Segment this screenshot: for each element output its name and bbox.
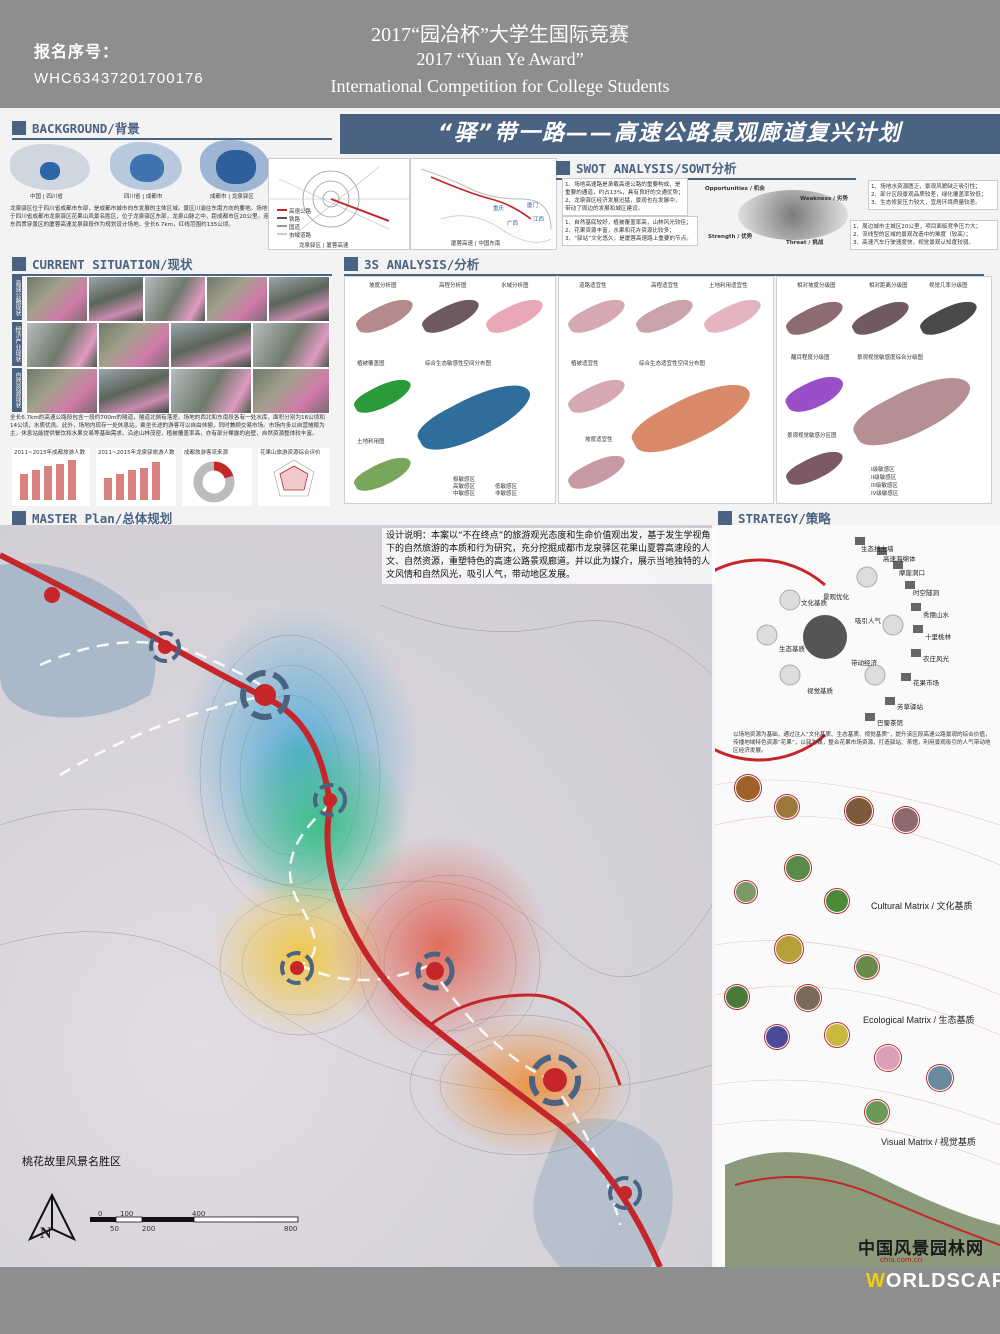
competition-title-cn: 2017“园冶杯”大学生国际竞赛 xyxy=(371,24,629,46)
photo-market-3 xyxy=(170,322,252,368)
water-map xyxy=(483,292,547,340)
photo-highway-4 xyxy=(206,276,268,322)
photo-highway-1 xyxy=(26,276,88,322)
current-tab-economy: 经济产业现状 xyxy=(12,322,22,366)
section-marker-icon xyxy=(12,256,26,271)
footer-band xyxy=(0,1267,1000,1334)
swot-diagram xyxy=(738,190,848,240)
section-marker-icon xyxy=(12,120,26,135)
photo-market-2 xyxy=(98,322,170,368)
photo-tunnel xyxy=(268,276,330,322)
slope-map xyxy=(353,292,417,340)
master-plan-map: 桃花故里风景名胜区 N 0 50 100 200 400 800 xyxy=(0,525,712,1267)
ecological-matrix-label: Ecological Matrix / 生态基质 xyxy=(863,1015,975,1025)
visual-analysis-group: 相对坡度分级图 相对距离分级图 视觉几率分级图 醒目程度分级图 景观视觉敏感度综… xyxy=(776,276,992,504)
elevation-map xyxy=(419,292,483,340)
photo-highway-3 xyxy=(144,276,206,322)
strategy-text: 以场地资源为基础，通过注入“文化基质、生态基质、视觉基质”，提升该区段高速公路景… xyxy=(733,732,991,754)
current-tab-nature: 自然资源现状 xyxy=(12,368,22,412)
location-maps: 中国 | 四川省 四川省 | 成都市 成都市 | 龙泉驿区 xyxy=(10,140,340,200)
swot-opportunities-text: 1、场地高速路是承载高速公路的重要构成，是重要的通道，约占13%，具有良好的交通… xyxy=(562,178,688,216)
section-swot-title: SWOT ANALYSIS/SOWT分析 xyxy=(556,158,856,180)
section-background-title: BACKGROUND/背景 xyxy=(12,118,332,140)
chart-resource-evaluation: 花果山旅游资源综合评价 xyxy=(258,448,330,506)
cultural-matrix-label: Cultural Matrix / 文化基质 xyxy=(871,901,973,911)
scenic-area-label: 桃花故里风景名胜区 xyxy=(22,1155,121,1168)
swot-strength-text: 1、自然基底较好，植被覆盖率高，山林风光较佳； 2、花果资源丰富，水果和花卉资源… xyxy=(562,216,698,246)
photo-nature-1 xyxy=(26,368,98,414)
visual-matrix-label: Visual Matrix / 视觉基质 xyxy=(881,1137,976,1147)
visual-sensitivity-map xyxy=(847,362,979,460)
landuse-map xyxy=(351,450,415,498)
current-tab-highway: 高速公路现状 xyxy=(12,276,22,320)
strategy-panel: 生态挡土墙 高速海绵体 摩崖洞口 时空隧洞 秀丽山水 十里桃林 农庄风光 花果市… xyxy=(657,525,1000,1267)
photo-market-1 xyxy=(26,322,98,368)
vegetation-map xyxy=(351,372,415,420)
chart-longquanyi-tourists: 2011~2015年龙泉驿旅游人数 xyxy=(96,448,176,506)
competition-subtitle-en: International Competition for College St… xyxy=(330,76,670,96)
southeast-route-map: 重庆 广西 厦门 江西 厦蓉高速 | 中国东南 xyxy=(410,158,557,250)
north-arrow-label: N xyxy=(40,1225,52,1242)
section-3s-title: 3S ANALYSIS/分析 xyxy=(344,254,984,276)
section-current-title: CURRENT SITUATION/现状 xyxy=(12,254,332,276)
suitability-analysis-group: 道路适宜性 高程适宜性 土地利用适宜性 植被适宜性 综合生态适宜性空间分布图 坡… xyxy=(558,276,774,504)
section-marker-icon xyxy=(556,160,570,175)
photo-highway-2 xyxy=(88,276,144,322)
competition-title-en: 2017 “Yuan Ye Award” xyxy=(416,49,584,69)
sensitivity-analysis-group: 坡度分析图 高程分析图 水域分析图 植被覆盖图 综合生态敏感性空间分布图 土地利… xyxy=(344,276,556,504)
design-description: 设计说明：本案以“不在终点”的旅游观光态度和生命价值观出发，基于发生学视角下的自… xyxy=(382,528,720,584)
project-title: “驿”带一路——高速公路景观廊道复兴计划 xyxy=(340,114,1000,154)
current-text: 全长6.7km的高速公路段包含一段约700m的隧道，隧道北侧有落差。场地的西北和… xyxy=(10,415,325,437)
section-marker-icon xyxy=(12,510,26,525)
registration-number: WHC63437201700176 xyxy=(34,70,204,87)
node-markers xyxy=(44,587,642,1210)
header-band xyxy=(0,0,1000,108)
eco-suitability-map xyxy=(626,369,758,467)
photo-market-4 xyxy=(252,322,330,368)
swot-threat-text: 1、周边城市主城区20公里，项目面临竞争压力大； 2、流线型的区域的景观改造中的… xyxy=(850,220,998,250)
prominence-map xyxy=(782,368,848,420)
worldscape-logo: WORLDSCAPE xyxy=(866,1270,1000,1292)
brand-logo-cn: 中国风景园林网 xyxy=(858,1239,984,1259)
brand-url: chla.com.cn xyxy=(880,1256,923,1264)
ring-road-map: 高速公路 铁路 国道 市域道路 龙泉驿区 | 厦蓉高速 xyxy=(268,158,410,250)
photo-nature-2 xyxy=(98,368,170,414)
photo-nature-3 xyxy=(170,368,252,414)
section-marker-icon xyxy=(344,256,358,271)
swot-weakness-text: 1、场地水资源匮乏，景观风貌缺乏吸引性； 2、部分区段景观品质较差，绿化覆盖率较… xyxy=(868,180,998,210)
photo-nature-4 xyxy=(252,368,330,414)
registration-label: 报名序号： xyxy=(34,44,120,61)
background-text: 龙泉驿区位于四川省成都市东部，是成都市城市向东发展的主体区域。景区川渝往东南方向… xyxy=(10,206,275,228)
chart-chengdu-tourists: 2011~2015年成都旅游人数 xyxy=(12,448,90,506)
chart-visitor-origin: 成都旅游客流来源 xyxy=(182,448,252,506)
eco-sensitivity-map xyxy=(412,371,538,463)
section-marker-icon xyxy=(718,510,732,525)
